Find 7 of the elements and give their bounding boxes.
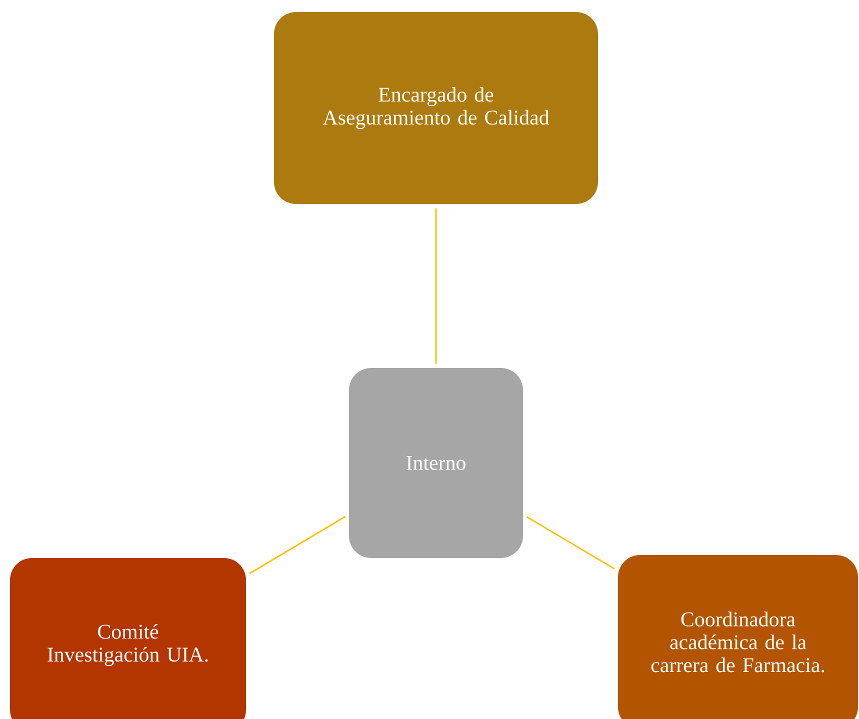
- rounded-box: Comité Investigación UIA.: [10, 558, 246, 719]
- connector-line: [435, 208, 437, 364]
- rounded-box: Interno: [349, 368, 523, 558]
- rounded-box: Coordinadora académica de la carrera de Farmacia.: [618, 555, 858, 719]
- connector-line: [249, 516, 346, 574]
- connector-line: [526, 516, 615, 570]
- rounded-box: Encargado de Aseguramiento de Calidad: [274, 12, 598, 204]
